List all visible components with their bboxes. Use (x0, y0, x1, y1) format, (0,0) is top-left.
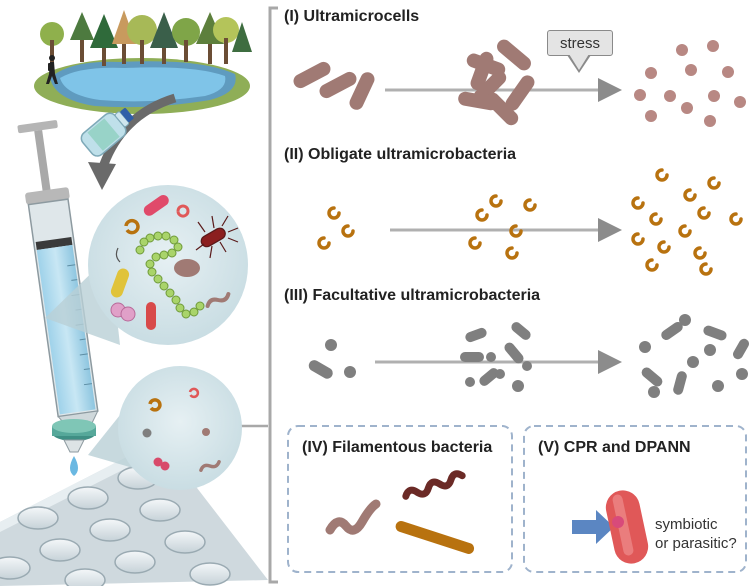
filter-icon (52, 419, 96, 500)
box-filamentous (287, 425, 513, 573)
hiker-figure (46, 55, 58, 84)
microbe-mix (110, 195, 239, 330)
row-ultramicrocells (293, 39, 746, 127)
section-title-5: (V) CPR and DPANN (538, 439, 691, 456)
tree-group (40, 10, 252, 66)
parasitic-label: or parasitic? (655, 535, 737, 552)
section-title-3: (III) Facultative ultramicrobacteria (284, 287, 541, 304)
relationship-label: symbiotic or parasitic? (655, 515, 750, 553)
row-obligate (317, 168, 743, 276)
section-title-2: (II) Obligate ultramicrobacteria (284, 146, 517, 163)
section-title-1: (I) Ultramicrocells (284, 8, 420, 25)
section-title-4: (IV) Filamentous bacteria (302, 439, 493, 456)
stress-callout: stress (547, 30, 613, 56)
row-facultative (308, 314, 749, 398)
box-cpr-dpann (523, 425, 747, 573)
spiky-bacterium (195, 215, 239, 259)
stress-callout-tip-inner (569, 54, 589, 70)
water-bottle-icon (80, 107, 134, 157)
flow-arrow-down (88, 93, 177, 190)
magnifier-bubble-filtered (88, 366, 242, 490)
forest-lake-icon (34, 10, 252, 114)
magnifier-bubble-icon (45, 185, 248, 345)
host-cell-icon (605, 490, 649, 564)
symbiotic-label: symbiotic (655, 516, 718, 533)
blue-arrow-icon (572, 510, 614, 544)
